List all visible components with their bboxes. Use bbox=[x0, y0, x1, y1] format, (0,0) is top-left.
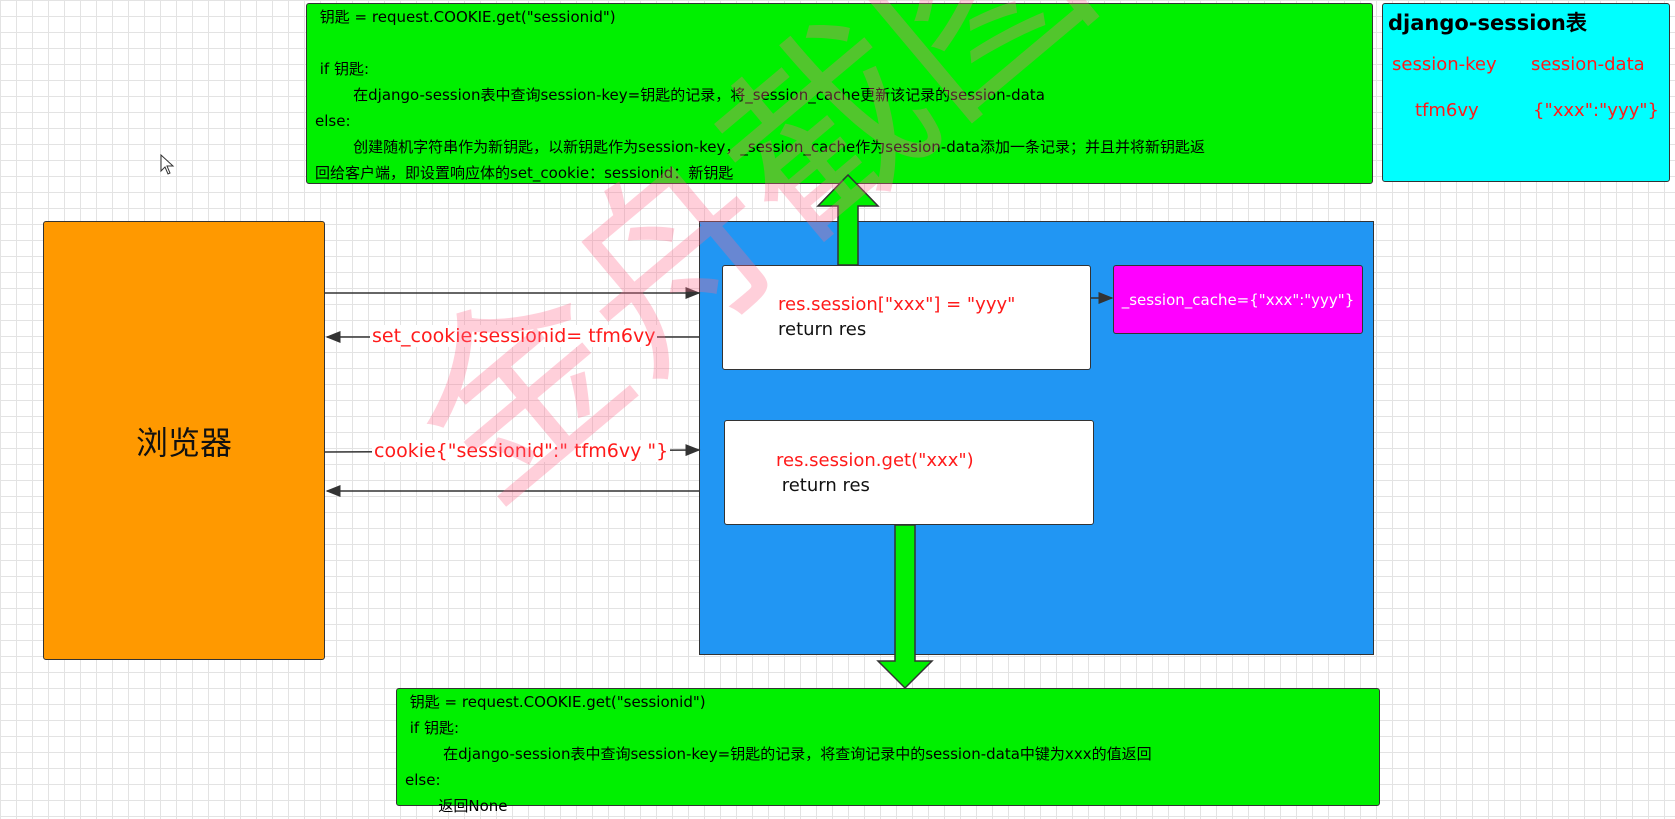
session-read-logic-box: 钥匙 = request.COOKIE.get("sessionid") if … bbox=[396, 688, 1380, 815]
set-cookie-label: set_cookie:sessionid= tfm6vy bbox=[370, 325, 658, 347]
django-session-table: django-session表 session-key session-data… bbox=[1382, 3, 1670, 182]
session-set-box: res.session["xxx"] = "yyy" return res bbox=[722, 265, 1091, 370]
return-res-code: return res bbox=[776, 475, 870, 496]
bottom-code-line: 返回None bbox=[405, 797, 508, 815]
return-res-code: return res bbox=[778, 319, 867, 340]
session-get-box: res.session.get("xxx") return res bbox=[724, 420, 1094, 525]
mouse-cursor-icon bbox=[160, 154, 175, 175]
table-title: django-session表 bbox=[1388, 11, 1587, 35]
table-header-session-key: session-key bbox=[1392, 54, 1497, 75]
top-code-line: 创建随机字符串作为新钥匙，以新钥匙作为session-key，_session_… bbox=[315, 138, 1206, 156]
browser-label: 浏览器 bbox=[135, 423, 232, 462]
bottom-code-line: 钥匙 = request.COOKIE.get("sessionid") bbox=[405, 693, 706, 711]
cookie-label: cookie{"sessionid":" tfm6vy "} bbox=[372, 440, 671, 462]
bottom-code-line: if 钥匙: bbox=[405, 719, 460, 737]
session-cache-box: _session_cache={"xxx":"yyy"} bbox=[1113, 265, 1363, 334]
up-block-arrow bbox=[816, 173, 880, 266]
session-set-code: res.session["xxx"] = "yyy" bbox=[778, 294, 1016, 315]
top-code-line: else: bbox=[315, 112, 351, 130]
bottom-code-line: else: bbox=[405, 771, 441, 789]
top-code-line: if 钥匙: bbox=[315, 60, 370, 78]
top-code-line: 在django-session表中查询session-key=钥匙的记录，将_s… bbox=[315, 86, 1045, 104]
table-cell-key: tfm6vy bbox=[1415, 100, 1479, 121]
down-block-arrow bbox=[876, 524, 934, 690]
table-header-session-data: session-data bbox=[1531, 54, 1645, 75]
session-get-code: res.session.get("xxx") bbox=[776, 450, 974, 471]
browser-box: 浏览器 bbox=[43, 221, 325, 660]
top-code-line: 钥匙 = request.COOKIE.get("sessionid") bbox=[315, 8, 616, 26]
session-save-logic-box: 钥匙 = request.COOKIE.get("sessionid") if … bbox=[306, 3, 1373, 184]
bottom-code-line: 在django-session表中查询session-key=钥匙的记录，将查询… bbox=[405, 745, 1152, 763]
table-cell-data: {"xxx":"yyy"} bbox=[1533, 100, 1659, 121]
top-code-line: 回给客户端，即设置响应体的set_cookie：sessionid：新钥匙 bbox=[315, 164, 734, 182]
session-cache-label: _session_cache={"xxx":"yyy"} bbox=[1121, 290, 1355, 309]
